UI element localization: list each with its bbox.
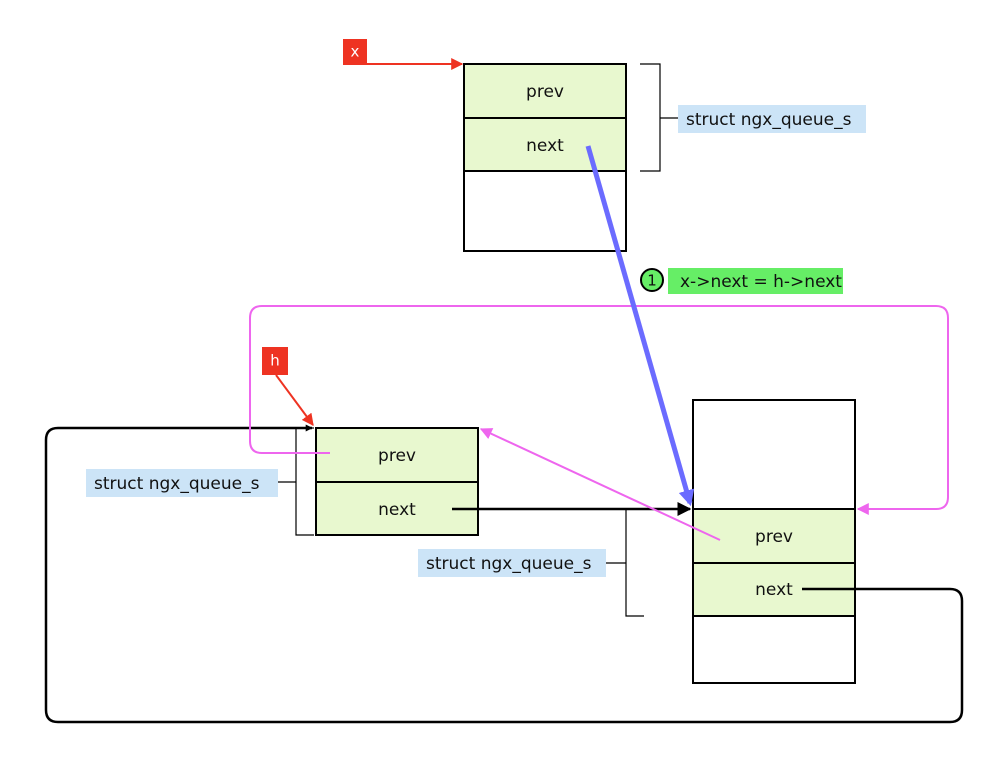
operation-label: x->next = h->next <box>680 272 842 292</box>
node-x-struct-label-bg <box>678 105 866 133</box>
operation-step: 1 x->next = h->next <box>640 268 843 294</box>
node-next-struct-bracket <box>625 508 644 617</box>
node-h-struct-label: struct ngx_queue_s <box>94 474 260 494</box>
h-prev-link-arrow <box>249 305 949 515</box>
node-x-struct-bracket <box>640 63 661 172</box>
node-x-prev-label: prev <box>526 82 564 102</box>
pointer-x-badge <box>343 39 367 65</box>
node-x-next-field <box>463 117 627 172</box>
operation-label-bg <box>668 268 843 294</box>
node-next-struct-annotation: struct ngx_queue_s <box>418 508 644 617</box>
pointer-h-badge <box>262 347 288 375</box>
node-x-prev-field <box>463 63 627 119</box>
wrap-next-link-arrow <box>44 424 964 724</box>
node-h: prev next <box>315 427 479 536</box>
node-h-prev-field <box>315 427 479 483</box>
node-h-struct-bracket <box>295 427 314 536</box>
pointer-h: h <box>262 347 314 426</box>
pointer-h-label: h <box>270 352 280 370</box>
node-next-struct-label: struct ngx_queue_s <box>426 554 592 574</box>
node-x-next-label: next <box>526 136 564 156</box>
pointer-x: x <box>343 39 464 70</box>
node-x: prev next <box>463 63 627 252</box>
node-x-struct-label: struct ngx_queue_s <box>686 110 852 130</box>
x-next-assignment-arrow <box>585 145 695 507</box>
operation-step-number: 1 <box>647 272 657 290</box>
node-x-struct-annotation: struct ngx_queue_s <box>640 63 866 172</box>
node-next-struct-label-bg <box>418 549 606 577</box>
node-h-prev-label: prev <box>378 446 416 466</box>
operation-step-circle <box>640 268 664 292</box>
node-next: prev next <box>692 399 856 684</box>
node-h-next-label: next <box>378 500 416 520</box>
pointer-h-arrow <box>275 374 314 426</box>
next-prev-link-arrow <box>479 428 721 541</box>
pointer-x-label: x <box>351 43 360 61</box>
node-h-struct-label-bg <box>86 469 278 497</box>
node-next-prev-label: prev <box>755 527 793 547</box>
node-next-next-label: next <box>755 580 793 600</box>
node-h-struct-annotation: struct ngx_queue_s <box>86 427 314 536</box>
